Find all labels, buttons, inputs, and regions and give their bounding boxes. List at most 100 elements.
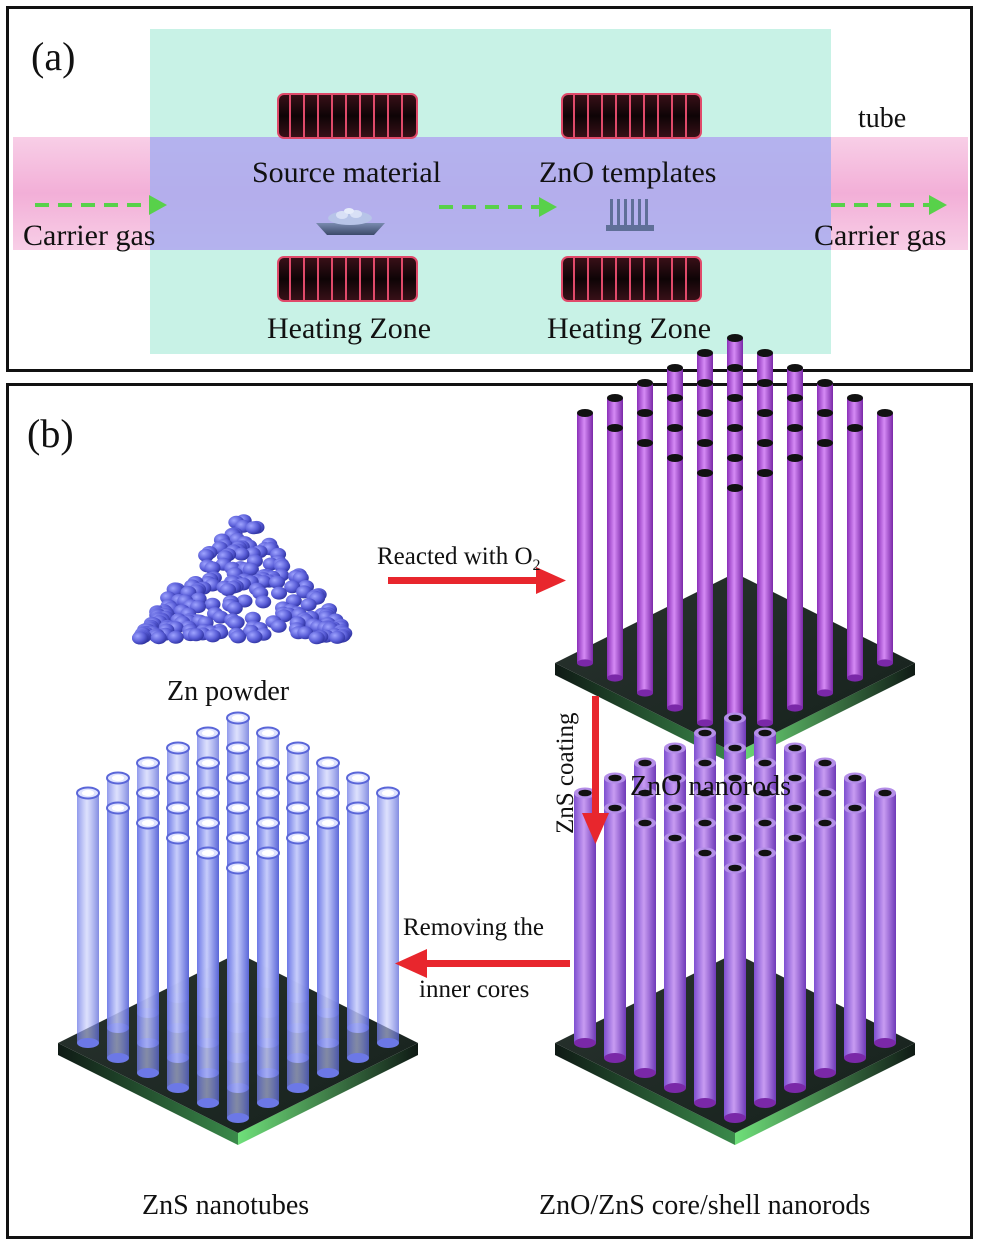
zns-coating-label: ZnS coating: [552, 712, 579, 834]
gas-arrowhead-middle: [539, 197, 557, 217]
zn-particle: [269, 575, 285, 589]
nanotube: [316, 816, 340, 1078]
nanotube: [196, 846, 220, 1108]
gas-arrowhead-left: [149, 195, 167, 215]
substrate-side: [238, 1043, 418, 1145]
nanorod: [694, 847, 716, 1108]
zn-particle: [284, 580, 301, 594]
nanorod: [577, 409, 593, 667]
nanotube: [76, 786, 100, 1048]
nanorod: [667, 454, 683, 712]
zn-powder-pile: [132, 514, 353, 645]
carrier-gas-right-label: Carrier gas: [814, 219, 947, 252]
o2-subscript: 2: [532, 557, 541, 574]
zn-particle: [204, 629, 221, 643]
core-shell-label: ZnO/ZnS core/shell nanorods: [539, 1190, 871, 1221]
nanorod: [817, 439, 833, 697]
nanorod: [604, 802, 626, 1063]
panel-a-label: (a): [31, 34, 76, 79]
nanotube: [106, 801, 130, 1063]
zn-particle: [226, 601, 243, 615]
removing-label-line1: Removing the: [403, 914, 544, 941]
substrate-side: [555, 663, 735, 765]
zn-particle: [300, 598, 317, 612]
nanorod: [754, 847, 776, 1108]
reacted-with-o2-label: Reacted with O2: [377, 544, 541, 574]
zn-particle: [198, 548, 215, 562]
heating-coil-top-right: [561, 93, 702, 139]
nanorod: [784, 832, 806, 1093]
nanorod: [607, 424, 623, 682]
nanotube: [226, 861, 250, 1123]
nanorod: [757, 469, 773, 727]
nanorod: [877, 409, 893, 667]
nanorod: [574, 787, 596, 1048]
core-shell-nanorod-array: [555, 712, 915, 1145]
nanorod: [634, 817, 656, 1078]
nanorod: [727, 484, 743, 742]
arrow-zns-coating: [582, 696, 609, 844]
zn-particle: [227, 616, 244, 630]
nanotube: [256, 846, 280, 1108]
synthesis-scheme: [58, 334, 915, 1145]
zn-particle: [150, 631, 167, 645]
tube-label: tube: [858, 103, 907, 134]
zno-templates-label: ZnO templates: [539, 156, 717, 189]
panel-b-label: (b): [27, 411, 74, 456]
heating-zone-left-label: Heating Zone: [267, 312, 432, 345]
zn-particle: [188, 628, 204, 642]
zn-particle: [204, 561, 221, 575]
heating-coil-bottom-left: [277, 256, 418, 302]
zn-particle: [246, 630, 263, 644]
carrier-gas-left-label: Carrier gas: [23, 219, 156, 252]
zn-powder-label: Zn powder: [167, 676, 290, 707]
zns-nanotube-array: [58, 711, 418, 1145]
nanorod: [874, 787, 896, 1048]
zns-nanotubes-label: ZnS nanotubes: [142, 1190, 310, 1221]
nanorod: [844, 802, 866, 1063]
zn-particle: [220, 583, 236, 597]
nanotube: [286, 831, 310, 1093]
panel-b: (b) Zn powder Reacted with O2 ZnO nanoro…: [6, 334, 973, 1239]
nanotube: [166, 831, 190, 1093]
substrate-side: [735, 1043, 915, 1145]
nanorod: [697, 469, 713, 727]
substrate-side: [58, 1043, 238, 1145]
zn-particle: [230, 630, 247, 644]
zno-template: [606, 199, 654, 231]
nanorod: [664, 832, 686, 1093]
nanotube: [136, 816, 160, 1078]
arrow-removing-cores: [395, 949, 570, 978]
nanorod: [724, 862, 746, 1123]
zn-particle: [242, 562, 259, 576]
substrate-side: [735, 663, 915, 765]
panel-a: (a) tube Source material ZnO templates C…: [6, 6, 973, 372]
nanotube: [346, 801, 370, 1063]
nanorod: [787, 454, 803, 712]
zn-particle: [308, 631, 325, 645]
zn-particle: [167, 630, 184, 644]
zno-nanorod-array: [555, 334, 915, 765]
zn-particle: [255, 595, 272, 609]
furnace-diagram: [13, 29, 968, 354]
arrow-reacted-with-o2: [388, 567, 566, 594]
reacted-with-text: Reacted with O: [377, 543, 533, 570]
zn-particle: [271, 586, 287, 600]
zn-particle: [329, 630, 346, 644]
gas-arrowhead-right: [929, 195, 947, 215]
heating-coil-top-left: [277, 93, 418, 139]
removing-label-line2: inner cores: [419, 976, 530, 1003]
tube-in-furnace: [150, 137, 831, 250]
zn-particle: [270, 619, 287, 633]
heating-coil-bottom-right: [561, 256, 702, 302]
nanotube: [376, 786, 400, 1048]
zn-particle: [132, 631, 148, 645]
zn-particle: [233, 547, 250, 561]
nanorod: [847, 424, 863, 682]
nanorod: [814, 817, 836, 1078]
zno-nanorods-label: ZnO nanorods: [630, 771, 791, 802]
zn-particle: [245, 521, 262, 535]
heating-zone-right-label: Heating Zone: [547, 312, 712, 345]
source-material-label: Source material: [252, 156, 442, 189]
source-boat: [316, 208, 385, 235]
